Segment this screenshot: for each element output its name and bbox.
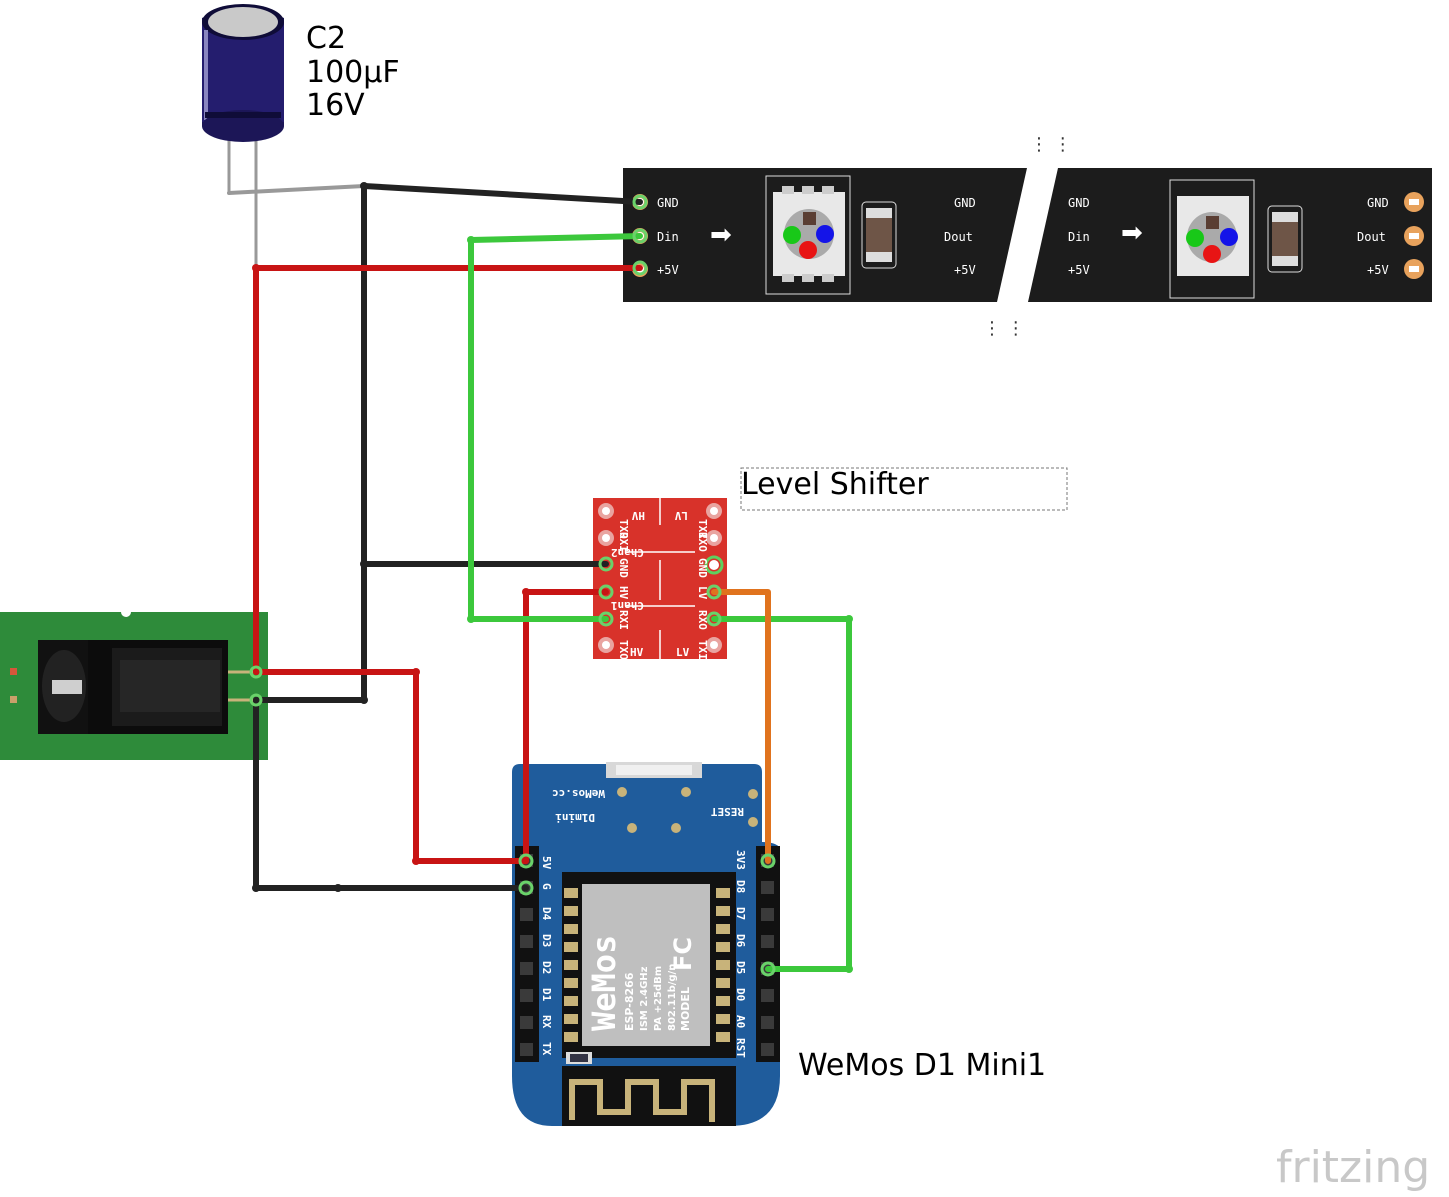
cut-mark: ⋮ ⋮ xyxy=(983,318,1025,339)
dc-jack xyxy=(0,607,268,760)
wires xyxy=(227,182,853,977)
level-shifter: Level Shifter TXO RXI GND HV RXI TXO xyxy=(593,467,1068,660)
wire-gnd xyxy=(361,183,643,205)
strip2-out-dout: Dout xyxy=(1357,230,1386,244)
shifter-pin: RXO xyxy=(696,610,709,630)
wemos-pin: 5V xyxy=(540,856,553,870)
arrow-icon: ➡ xyxy=(710,220,732,250)
chip-line: PA +25dBm xyxy=(653,966,664,1031)
shifter-pin: GND xyxy=(617,558,630,578)
chip-line: ISM 2.4GHz xyxy=(639,966,650,1031)
strip2-out-gnd: GND xyxy=(1367,196,1389,210)
wire-data-lv xyxy=(711,616,852,972)
wire-3v3 xyxy=(711,589,771,864)
chip-line: ESP-8266 xyxy=(623,972,636,1031)
shifter-chan2: Chan2 xyxy=(611,546,644,559)
capacitor-voltage: 16V xyxy=(306,88,365,123)
capacitor: C2 100µF 16V xyxy=(202,4,400,268)
wemos-pin: RST xyxy=(734,1038,747,1058)
strip-pin-din: Din xyxy=(657,230,679,244)
wire-cap-gnd xyxy=(227,184,366,195)
shifter-hv-bottom: HV xyxy=(630,646,644,659)
wire-5v xyxy=(253,669,529,864)
capacitor-name: C2 xyxy=(306,21,346,56)
shifter-pin: RXI xyxy=(617,610,630,630)
chip-model: MODEL xyxy=(679,987,692,1031)
fcc-icon: FC xyxy=(669,937,697,971)
wemos-pin: D5 xyxy=(734,961,747,974)
wemos-brand: WeMos.cc xyxy=(552,787,605,800)
wemos-pin: RX xyxy=(540,1015,553,1029)
shifter-pin: RXO xyxy=(696,532,709,552)
shifter-pin: RXI xyxy=(617,532,630,552)
wemos-reset: RESET xyxy=(711,805,744,818)
shifter-pin: TXI xyxy=(696,519,709,539)
chip-line: 802.11b/g/n xyxy=(667,964,678,1031)
strip-out-gnd: GND xyxy=(954,196,976,210)
fritzing-watermark: fritzing xyxy=(1276,1142,1430,1193)
shifter-pin: HV xyxy=(617,586,630,600)
wemos-pin: D7 xyxy=(734,907,747,920)
wemos-pin: TX xyxy=(540,1042,553,1056)
cut-mark: ⋮ ⋮ xyxy=(1030,134,1072,155)
chip-brand: WeMos xyxy=(585,935,623,1031)
shifter-lv-bottom: LV xyxy=(676,646,690,659)
wemos-model: D1mini xyxy=(555,811,595,824)
wemos-pin: D6 xyxy=(734,934,747,948)
wemos-pin: D3 xyxy=(540,934,553,947)
wire-data-hv xyxy=(468,233,643,622)
wemos-pin: D0 xyxy=(734,988,747,1001)
wemos-pin: 3V3 xyxy=(734,850,747,870)
shifter-pin: TXI xyxy=(696,640,709,660)
shifter-lv-top: LV xyxy=(674,509,688,522)
capacitor-value: 100µF xyxy=(306,55,400,90)
strip-out-dout: Dout xyxy=(944,230,973,244)
wemos-pin: D2 xyxy=(540,961,553,974)
shifter-pin: TXO xyxy=(617,519,630,539)
strip2-out-5v: +5V xyxy=(1367,263,1389,277)
led-strip: ⋮ ⋮ ⋮ ⋮ GND Din +5V ➡ GND Dout +5V GND D… xyxy=(623,134,1432,339)
strip-out-5v: +5V xyxy=(954,263,976,277)
strip-pin-gnd: GND xyxy=(657,196,679,210)
wemos-label: WeMos D1 Mini1 xyxy=(798,1048,1046,1083)
shifter-pin: GND xyxy=(696,558,709,578)
strip2-pin-din: Din xyxy=(1068,230,1090,244)
strip-pin-5v: +5V xyxy=(657,263,679,277)
wemos-pin: D8 xyxy=(734,880,747,893)
wemos-pin: A0 xyxy=(734,1015,747,1028)
arrow-icon: ➡ xyxy=(1121,218,1143,248)
wemos-pin: D4 xyxy=(540,907,553,921)
wemos-pin: G xyxy=(540,883,553,890)
strip2-pin-gnd: GND xyxy=(1068,196,1090,210)
wemos-pin: D1 xyxy=(540,988,553,1002)
label-box xyxy=(740,467,1068,511)
wemos-d1-mini: WeMos.cc D1mini RESET 5V G D4 D3 D2 D1 R… xyxy=(512,762,1046,1126)
shifter-pin: LV xyxy=(696,586,709,600)
shifter-chan1: Chan1 xyxy=(611,599,644,612)
shifter-pin: TXO xyxy=(617,640,630,660)
strip2-pin-5v: +5V xyxy=(1068,263,1090,277)
level-shifter-label: Level Shifter xyxy=(741,467,929,502)
shifter-hv-top: HV xyxy=(631,509,645,522)
